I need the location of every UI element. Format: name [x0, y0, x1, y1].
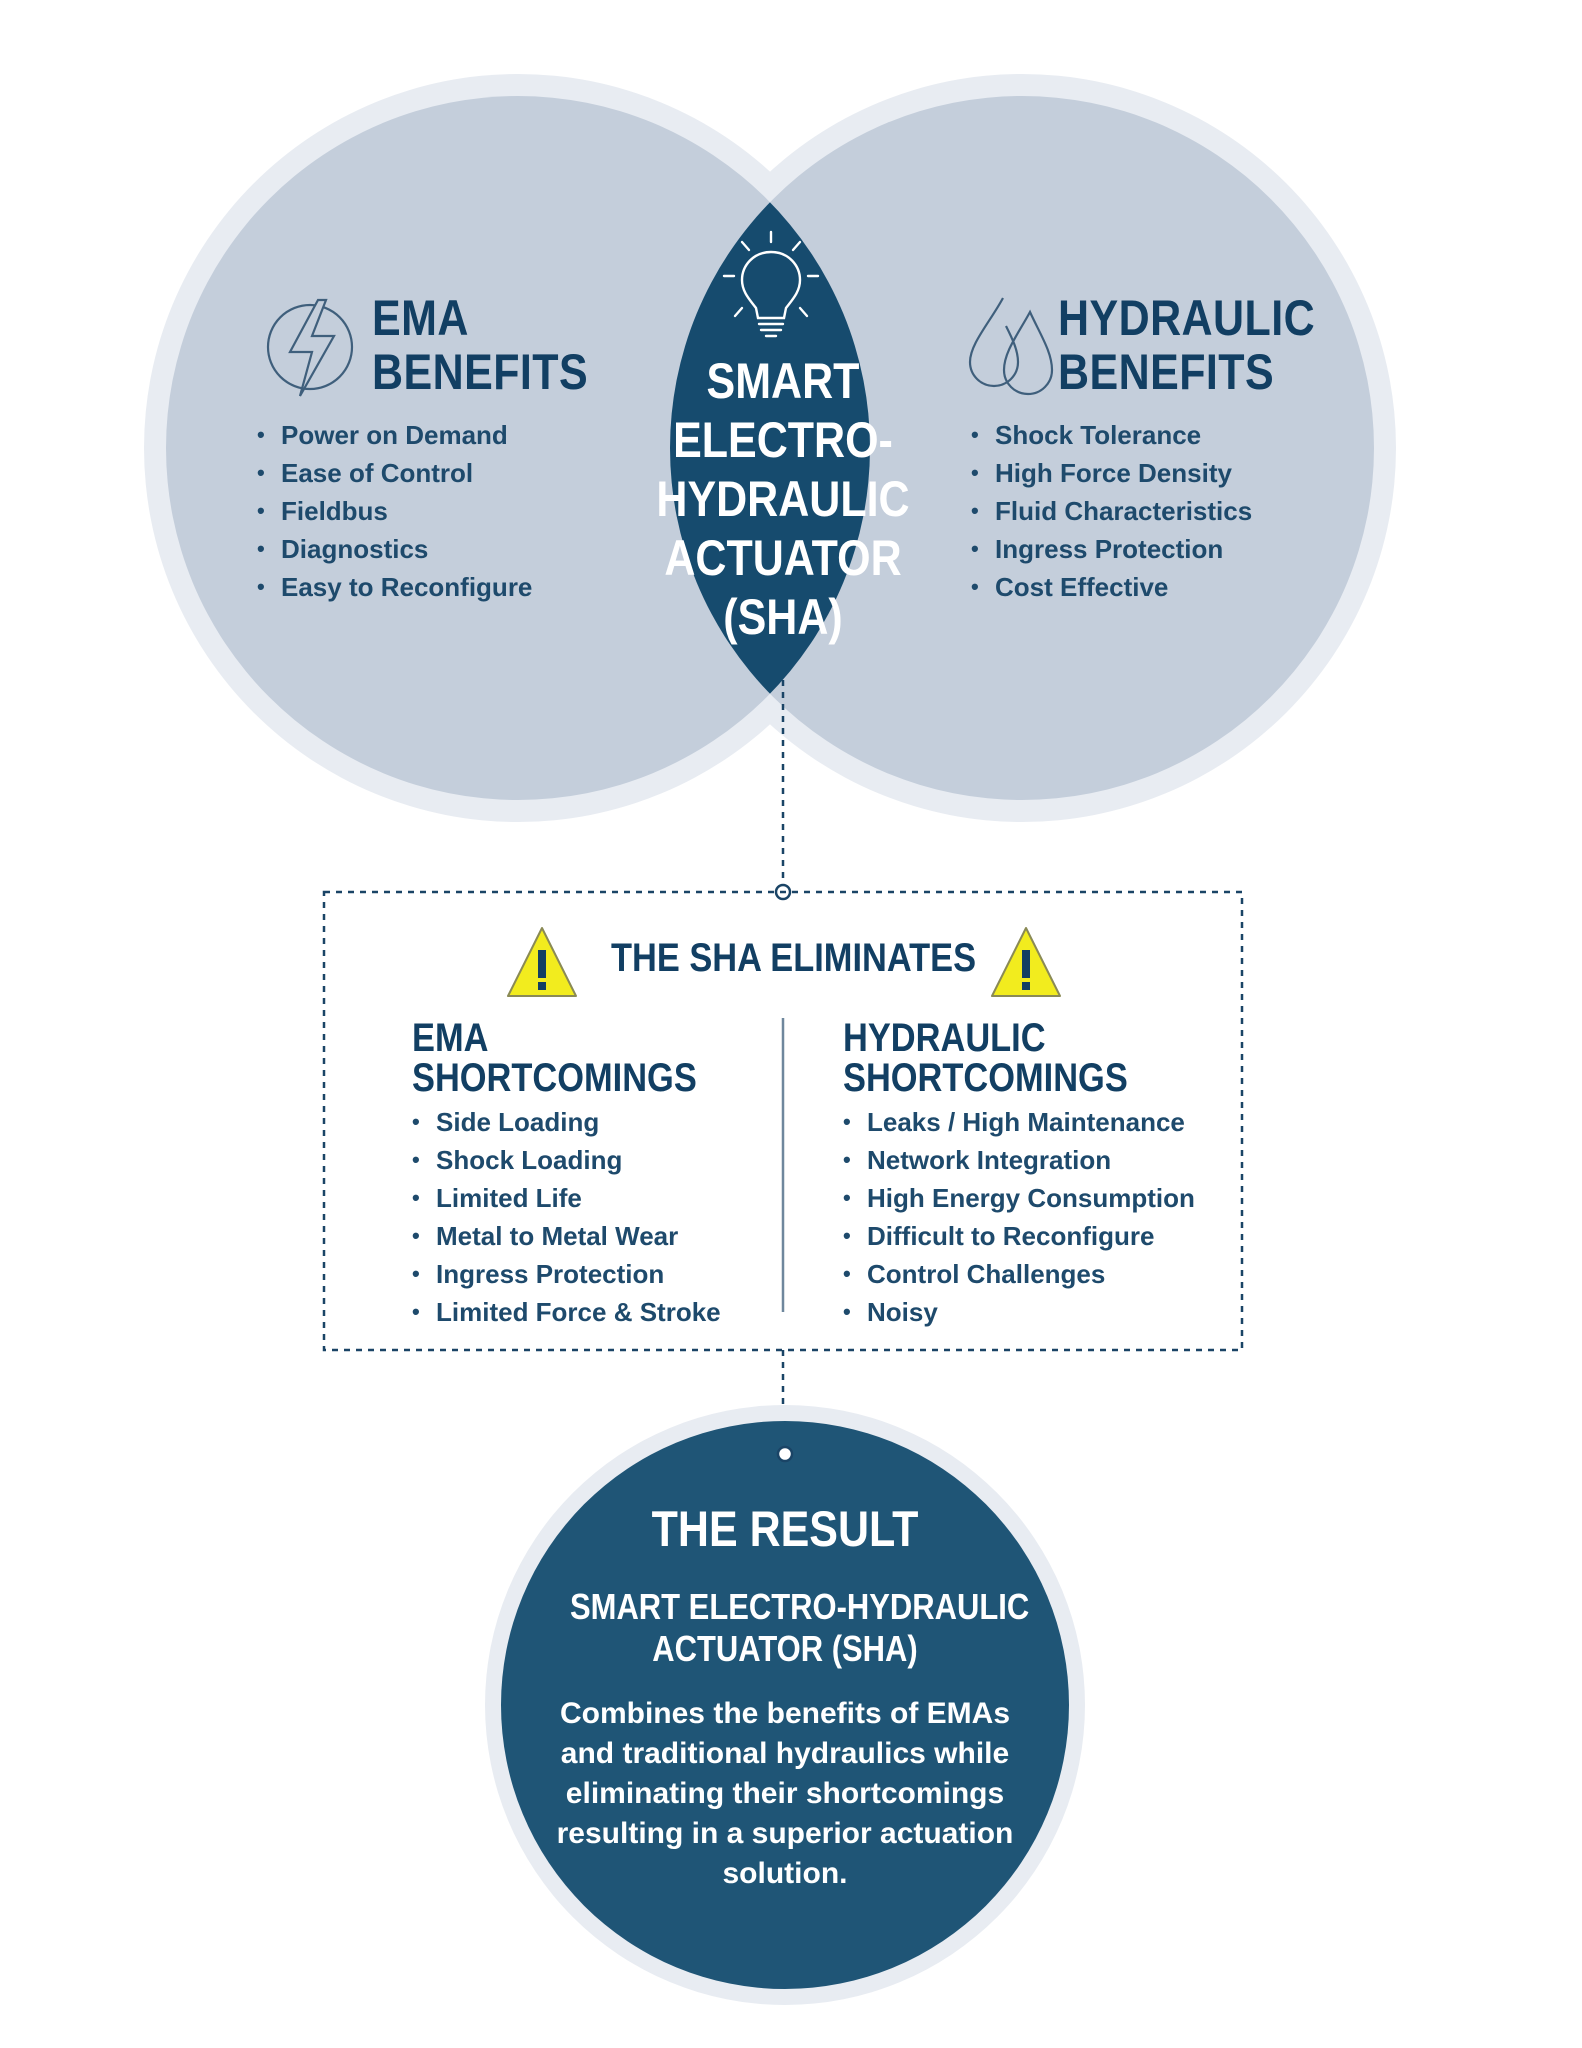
droplets-icon [968, 297, 1054, 396]
list-item: Network Integration [843, 1141, 1195, 1179]
sha-center-title: SMART ELECTRO- HYDRAULIC ACTUATOR (SHA) [654, 352, 912, 647]
hydraulic-benefits-list: Shock Tolerance High Force Density Fluid… [971, 416, 1252, 606]
hydraulic-benefits-title-line1: HYDRAULIC [1058, 290, 1316, 346]
eliminates-box [322, 890, 1244, 1352]
ema-benefits-title-line1: EMA [372, 290, 469, 346]
hydraulic-benefits-title-line2: BENEFITS [1058, 344, 1275, 400]
connector-bottom-node [776, 1445, 794, 1463]
ema-shortcomings-title-line1: EMA [412, 1016, 489, 1060]
ema-benefits-title: EMA BENEFITS [372, 291, 588, 399]
sha-center-line: SMART [706, 353, 860, 409]
result-description-wrap: Combines the benefits of EMAs and tradit… [545, 1694, 1025, 1894]
list-item: Power on Demand [257, 416, 532, 454]
lightning-bolt-icon [266, 298, 354, 397]
warning-icon [507, 927, 577, 997]
ema-shortcomings-title: EMA SHORTCOMINGS [412, 1018, 697, 1098]
list-item: Fieldbus [257, 492, 532, 530]
list-item: Ease of Control [257, 454, 532, 492]
result-subtitle-line2: ACTUATOR (SHA) [652, 1628, 918, 1669]
eliminates-title: THE SHA ELIMINATES [611, 936, 977, 980]
sha-center-line: HYDRAULIC [656, 471, 910, 527]
sha-center-line: ELECTRO- [673, 412, 893, 468]
ema-shortcomings-title-line2: SHORTCOMINGS [412, 1056, 697, 1100]
list-item: Noisy [843, 1293, 1195, 1331]
sha-center-line: (SHA) [723, 589, 843, 645]
list-item: Control Challenges [843, 1255, 1195, 1293]
list-item: Leaks / High Maintenance [843, 1103, 1195, 1141]
list-item: Metal to Metal Wear [412, 1217, 721, 1255]
hydraulic-shortcomings-title-line1: HYDRAULIC [843, 1016, 1046, 1060]
list-item: Side Loading [412, 1103, 721, 1141]
hydraulic-shortcomings-title: HYDRAULIC SHORTCOMINGS [843, 1018, 1128, 1098]
hydraulic-benefits-title: HYDRAULIC BENEFITS [1058, 291, 1315, 399]
list-item: Limited Force & Stroke [412, 1293, 721, 1331]
ema-shortcomings-list: Side Loading Shock Loading Limited Life … [412, 1103, 721, 1331]
list-item: Ingress Protection [412, 1255, 721, 1293]
hydraulic-shortcomings-list: Leaks / High Maintenance Network Integra… [843, 1103, 1195, 1331]
ema-benefits-list: Power on Demand Ease of Control Fieldbus… [257, 416, 532, 606]
list-item: High Energy Consumption [843, 1179, 1195, 1217]
list-item: High Force Density [971, 454, 1252, 492]
result-description: Combines the benefits of EMAs and tradit… [556, 1697, 1014, 1890]
list-item: Diagnostics [257, 530, 532, 568]
lightbulb-icon [722, 230, 820, 338]
result-subtitle-line1: SMART ELECTRO-HYDRAULIC [570, 1586, 1030, 1627]
list-item: Limited Life [412, 1179, 721, 1217]
list-item: Ingress Protection [971, 530, 1252, 568]
sha-center-line: ACTUATOR [664, 530, 902, 586]
warning-icon [991, 927, 1061, 997]
result-subtitle: SMART ELECTRO-HYDRAULIC ACTUATOR (SHA) [570, 1586, 1030, 1670]
list-item: Fluid Characteristics [971, 492, 1252, 530]
list-item: Difficult to Reconfigure [843, 1217, 1195, 1255]
list-item: Shock Loading [412, 1141, 721, 1179]
list-item: Easy to Reconfigure [257, 568, 532, 606]
hydraulic-shortcomings-title-line2: SHORTCOMINGS [843, 1056, 1128, 1100]
list-item: Shock Tolerance [971, 416, 1252, 454]
result-circle [501, 1421, 1069, 1989]
ema-benefits-title-line2: BENEFITS [372, 344, 589, 400]
list-item: Cost Effective [971, 568, 1252, 606]
result-title: THE RESULT [651, 1501, 919, 1557]
